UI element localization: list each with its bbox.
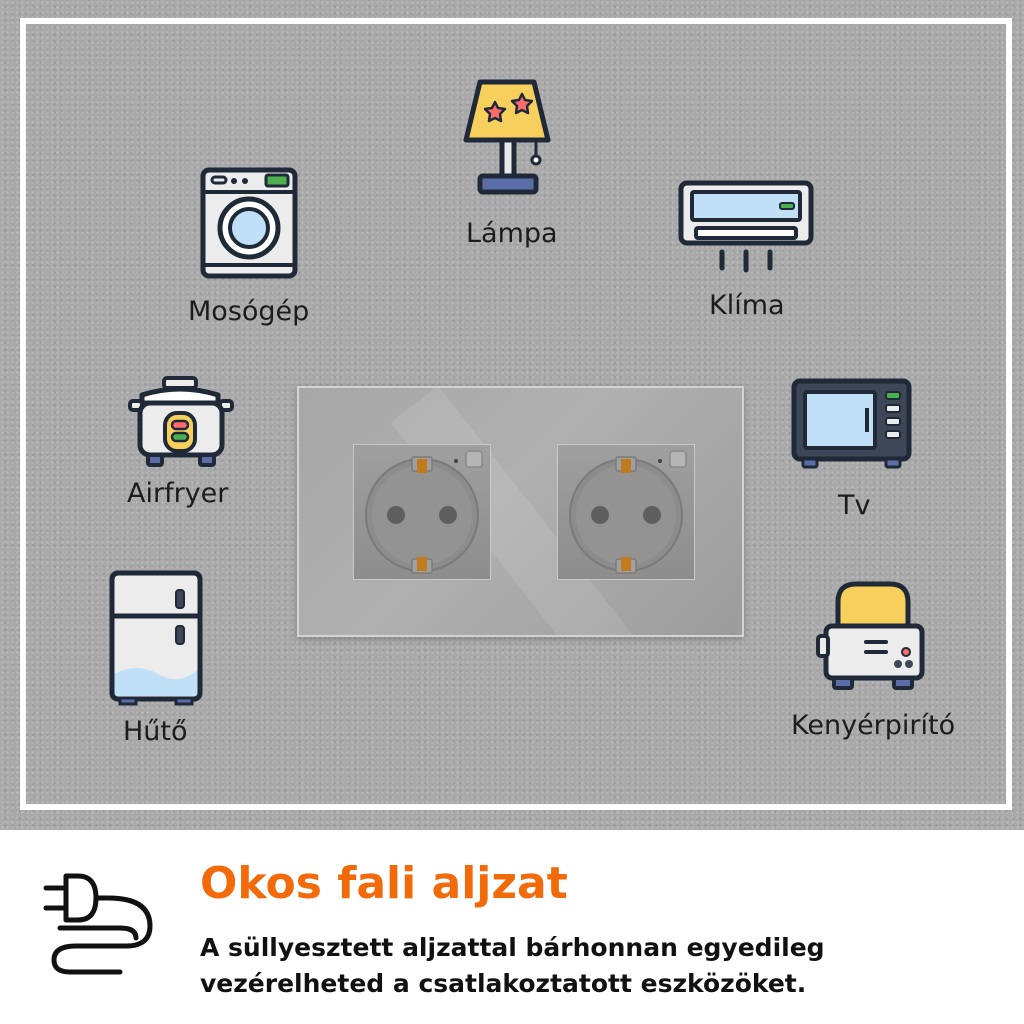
label-tv: Tv — [838, 490, 871, 521]
microwave-icon — [791, 378, 912, 469]
white-frame — [20, 18, 1012, 810]
product-description: A süllyesztett aljzattal bárhonnan egyed… — [200, 930, 1000, 1002]
background-wall: Lámpa Mosógép Klíma Airfryer — [0, 0, 1024, 830]
air-conditioner-icon — [678, 180, 814, 273]
info-section — [0, 830, 1024, 1024]
rice-cooker-icon — [128, 376, 234, 467]
fridge-icon — [109, 570, 203, 706]
double-socket-panel — [297, 386, 744, 637]
socket-right — [557, 444, 695, 580]
label-kenyerpirito: Kenyérpirító — [791, 710, 956, 741]
schuko-outlet-icon — [569, 450, 687, 574]
toaster-icon — [816, 581, 925, 690]
product-title: Okos fali aljzat — [200, 858, 568, 909]
washing-machine-icon — [200, 167, 298, 279]
plug-icon — [43, 873, 153, 975]
label-mosogep: Mosógép — [188, 296, 310, 327]
description-line-1: A süllyesztett aljzattal bárhonnan egyed… — [200, 933, 825, 962]
socket-left — [353, 444, 491, 580]
label-airfryer: Airfryer — [127, 478, 229, 509]
label-lampa: Lámpa — [466, 218, 558, 249]
label-huto: Hűtő — [123, 716, 188, 747]
lamp-icon — [463, 79, 551, 195]
label-klima: Klíma — [709, 290, 785, 321]
description-line-2: vezérelheted a csatlakoztatott eszközöke… — [200, 969, 807, 998]
schuko-outlet-icon — [365, 450, 483, 574]
